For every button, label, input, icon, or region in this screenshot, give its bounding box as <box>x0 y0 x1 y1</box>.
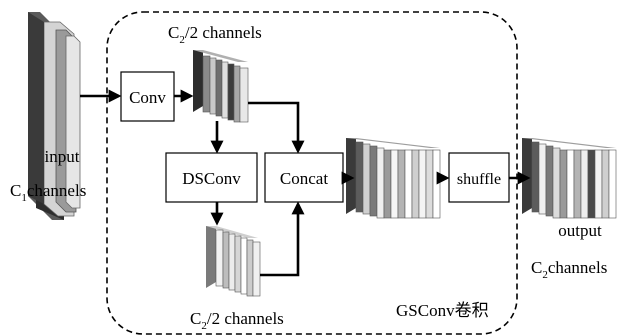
gsconv-module-boundary <box>106 11 518 335</box>
input-feature-map <box>28 12 81 220</box>
arrow-tophalf-to-concat <box>248 101 305 154</box>
arrow-bottomhalf-to-concat <box>260 201 305 277</box>
concat-label: Concat <box>280 169 328 188</box>
dsconv-label: DSConv <box>182 169 241 188</box>
dsconv-box <box>165 152 258 203</box>
output-label: output <box>558 221 602 240</box>
c1-channels-label: C1channels <box>10 181 86 204</box>
conv-label: Conv <box>129 88 166 107</box>
gsconv-module-label: GSConv卷积 <box>396 301 489 320</box>
concat-feature-map <box>346 138 441 219</box>
c2-channels-label: C2channels <box>531 258 607 281</box>
bottom-half-channels-label: C2/2 channels <box>190 309 284 332</box>
bottom-half-feature-map <box>206 226 261 297</box>
input-label: input <box>45 147 80 166</box>
output-feature-map <box>522 138 617 219</box>
top-half-feature-map <box>193 50 249 123</box>
top-half-channels-label: C2/2 channels <box>168 23 262 46</box>
conv-box <box>120 71 175 122</box>
shuffle-label: shuffle <box>457 171 501 188</box>
